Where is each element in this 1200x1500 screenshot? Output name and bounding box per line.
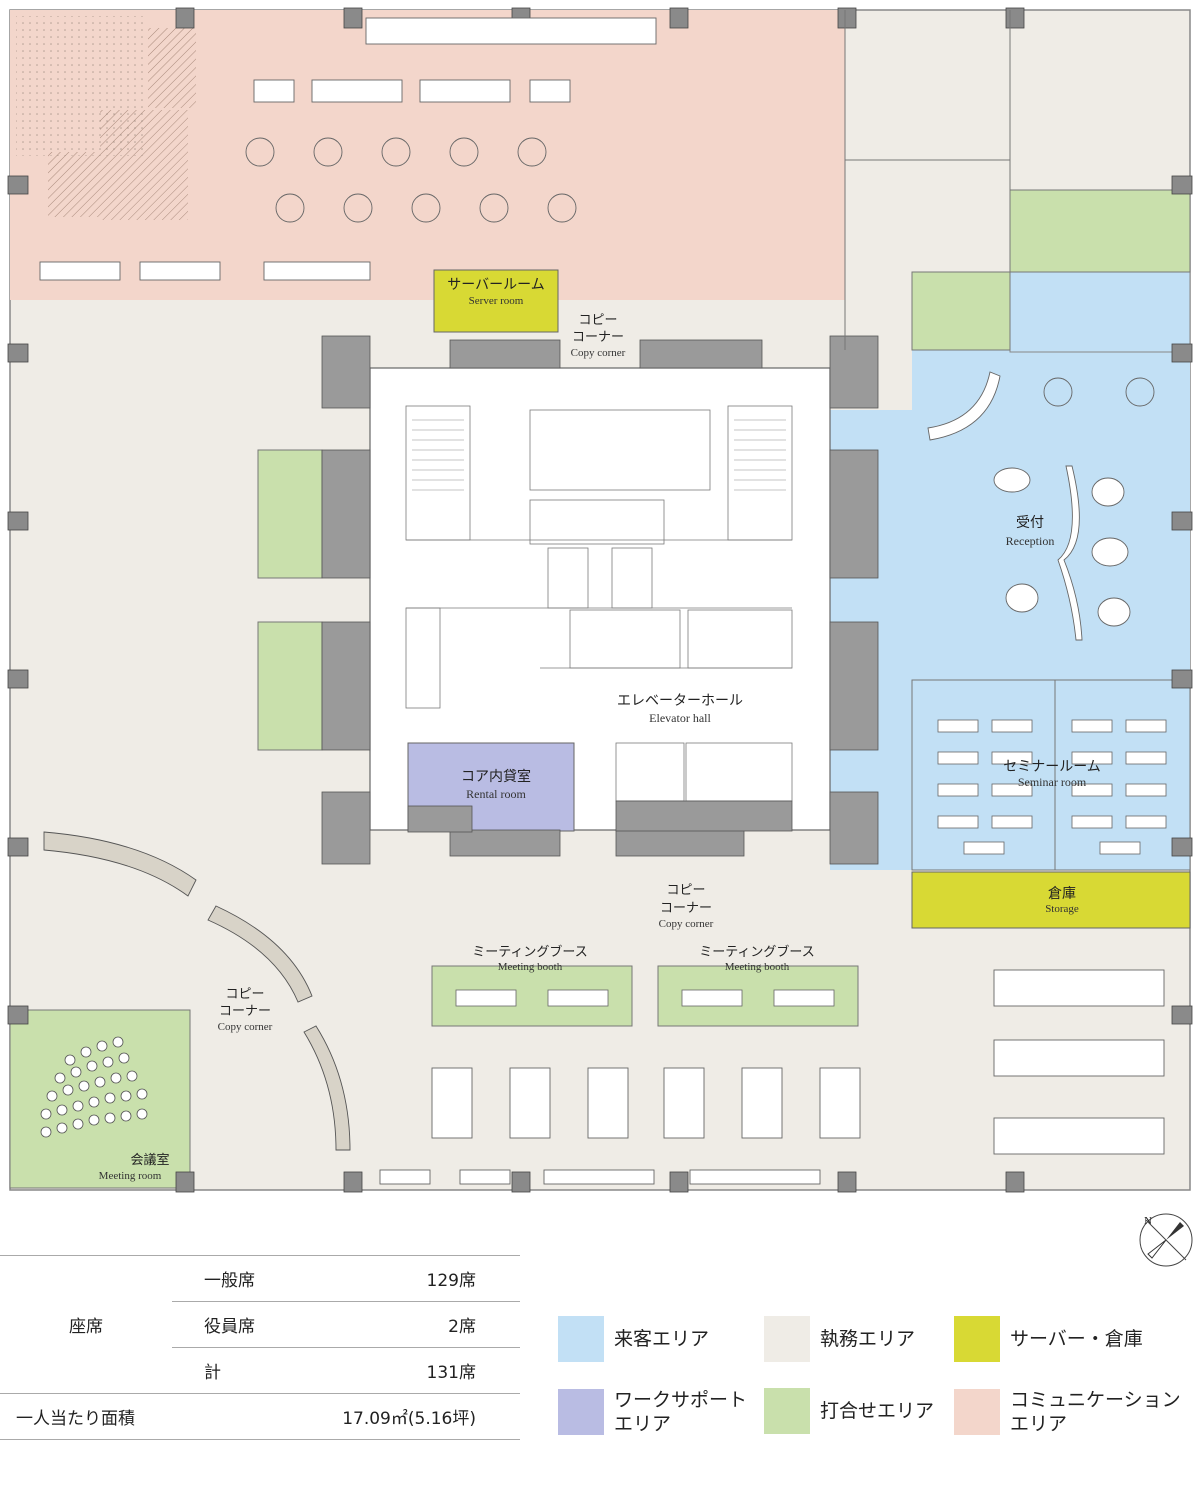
table-row: 一人当たり面積 17.09㎡(5.16坪): [0, 1393, 520, 1440]
reception-jp: 受付: [1016, 515, 1044, 531]
legend-item: ワークサポート エリア: [558, 1388, 747, 1436]
server-room-fill: [433, 269, 559, 333]
area-legend: 来客エリア 執務エリア サーバー・倉庫 ワークサポート エリア 打合せエリア コ…: [556, 1316, 1196, 1446]
seat-type-total: 計: [172, 1347, 334, 1394]
deck-hatch-1: [48, 152, 100, 217]
columns: [7, 7, 1193, 1193]
copy-corner-top-jp1: コピー: [578, 313, 617, 328]
copy-corner-top-jp2: コーナー: [572, 330, 624, 345]
core-details: [405, 405, 793, 802]
area-per-person-label: 一人当たり面積: [0, 1393, 334, 1440]
copy-corner-left-en: Copy corner: [218, 1021, 273, 1033]
legend-swatch: [558, 1316, 604, 1362]
desk-rows: [379, 969, 1165, 1185]
legend-label: 来客エリア: [614, 1328, 710, 1350]
seat-count-executive: 2席: [334, 1301, 520, 1348]
server-room-jp: サーバールーム: [447, 277, 544, 293]
curved-planter-low: [303, 1025, 351, 1151]
long-tables: [39, 17, 657, 281]
copy-corner-top-en: Copy corner: [571, 347, 626, 359]
meeting-booth-1-jp: ミーティングブース: [472, 944, 588, 960]
storage-fill: [911, 871, 1191, 929]
meeting-room-seats: [40, 1036, 148, 1138]
legend-label: コミュニケーション エリア: [1010, 1389, 1181, 1435]
rental-room-jp: コア内貸室: [461, 768, 531, 785]
green-booths-lower: [257, 621, 323, 751]
legend-swatch: [954, 1316, 1000, 1362]
area-per-person-value: 17.09㎡(5.16坪): [334, 1393, 520, 1440]
copy-corner-left-jp1: コピー: [225, 987, 264, 1002]
seat-type-executive: 役員席: [172, 1301, 334, 1348]
copy-corner-mid-jp2: コーナー: [660, 901, 712, 916]
seats-header: 座席: [0, 1255, 172, 1394]
copy-corner-mid-jp1: コピー: [666, 883, 705, 898]
curved-planter-left: [43, 831, 197, 897]
meeting-room-jp: 会議室: [130, 1152, 169, 1168]
communication-area: [10, 10, 845, 300]
seminar-area: [911, 679, 1191, 871]
legend-swatch: [764, 1388, 810, 1434]
storage-jp: 倉庫: [1048, 885, 1076, 902]
meeting-room-en: Meeting room: [99, 1170, 162, 1182]
legend-item: 打合せエリア: [764, 1388, 934, 1434]
deck-hatch-3: [148, 28, 196, 108]
seminar-room-jp: セミナールーム: [1003, 759, 1101, 775]
reception-furniture: [927, 371, 1131, 641]
legend-item: 執務エリア: [764, 1316, 915, 1362]
meeting-booth-2-en: Meeting booth: [725, 961, 790, 973]
legend-label: ワークサポート エリア: [614, 1389, 748, 1435]
legend-swatch: [558, 1389, 604, 1435]
green-booths-upper: [257, 449, 323, 579]
green-room-right-mid: [911, 271, 1011, 351]
visitor-top-strip: [1009, 271, 1191, 353]
wall-blocks: [321, 335, 879, 865]
meeting-room-green: [9, 1009, 191, 1189]
table-row: 役員席 2席: [0, 1301, 520, 1348]
elevator-hall-jp: エレベーターホール: [617, 693, 743, 709]
legend-item: 来客エリア: [558, 1316, 709, 1362]
seat-count-total: 131席: [334, 1347, 520, 1394]
legend-label: サーバー・倉庫: [1010, 1328, 1143, 1350]
reception-en: Reception: [1006, 534, 1055, 548]
meeting-booth-1-en: Meeting booth: [498, 961, 563, 973]
copy-corner-mid-en: Copy corner: [659, 918, 714, 930]
booth-tables: [455, 989, 835, 1007]
legend-swatch: [764, 1316, 810, 1362]
seat-type-general: 一般席: [172, 1255, 334, 1302]
table-row: 計 131席: [0, 1347, 520, 1394]
legend-swatch: [954, 1389, 1000, 1435]
floor-plan: サーバールーム Server room コピー コーナー Copy corner…: [7, 7, 1193, 1193]
legend-item: サーバー・倉庫: [954, 1316, 1143, 1362]
storage-en: Storage: [1045, 903, 1079, 915]
server-room-en: Server room: [469, 295, 524, 307]
room-partitions: [844, 10, 1056, 870]
green-room-top-right: [1009, 189, 1191, 273]
legend-label: 打合せエリア: [820, 1400, 935, 1422]
legend-item: コミュニケーション エリア: [954, 1388, 1181, 1436]
garden-dots: [16, 16, 146, 156]
copy-corner-left-jp2: コーナー: [219, 1004, 271, 1019]
elevator-hall-en: Elevator hall: [649, 711, 711, 725]
core-stairs: [412, 419, 786, 491]
seat-summary-table: 座席 一般席 129席 役員席 2席 計 131席 一人当たり面積 17.09㎡…: [0, 1255, 520, 1440]
seat-count-general: 129席: [334, 1255, 520, 1302]
meeting-booth-2-jp: ミーティングブース: [699, 944, 815, 960]
round-tables: [245, 137, 1155, 407]
seminar-desks: [937, 719, 1167, 855]
svg-text:N: N: [1144, 1215, 1152, 1227]
curved-planter-mid: [207, 905, 313, 1003]
seminar-room-en: Seminar room: [1018, 775, 1087, 789]
north-compass-icon: N: [1139, 1213, 1193, 1267]
table-row: 座席 一般席 129席: [0, 1255, 520, 1394]
legend-label: 執務エリア: [820, 1328, 916, 1350]
rental-room-en: Rental room: [466, 787, 526, 801]
